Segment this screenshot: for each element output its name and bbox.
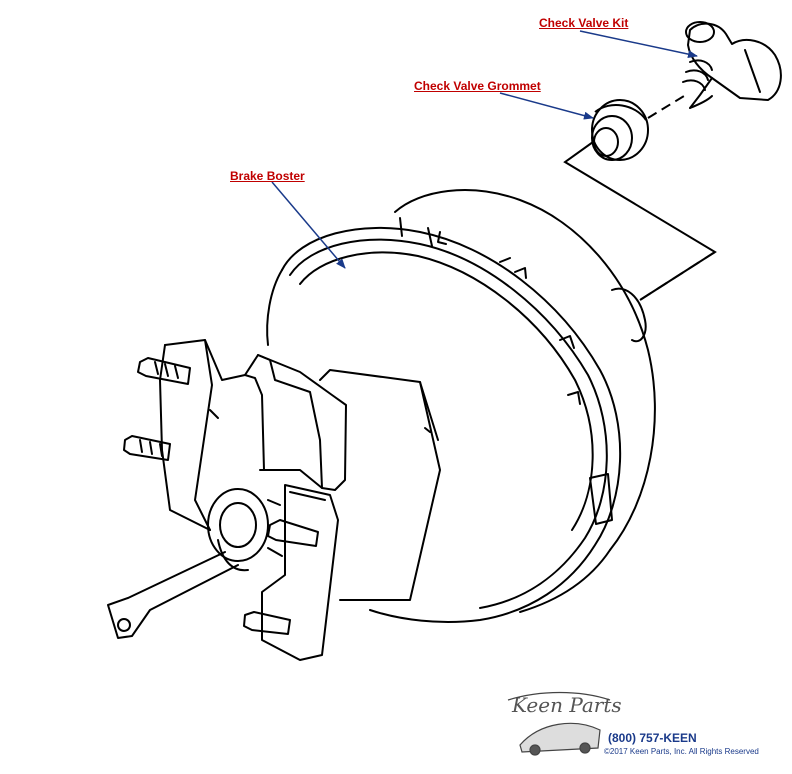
brake-booster-link[interactable]: Brake Boster	[230, 169, 305, 183]
check-valve-grommet[interactable]	[591, 99, 649, 161]
leader-check-valve-kit	[579, 30, 698, 59]
leader-check-valve-grommet	[499, 92, 594, 120]
keen-parts-logo: Keen Parts	[507, 691, 622, 756]
leader-brake-booster	[271, 181, 346, 269]
svg-text:Keen Parts: Keen Parts	[511, 693, 622, 717]
lower-bracket-plate	[261, 484, 339, 661]
mounting-bracket	[123, 339, 347, 635]
phone-number: (800) 757-KEEN	[608, 731, 697, 745]
callout-leaders	[271, 30, 698, 269]
assembly-guide-line	[563, 95, 717, 301]
check-valve-kit-link[interactable]: Check Valve Kit	[539, 16, 629, 30]
pushrod-assembly	[107, 488, 283, 639]
check-valve-grommet-link[interactable]: Check Valve Grommet	[414, 79, 541, 93]
check-valve-kit[interactable]	[682, 21, 782, 109]
brake-booster[interactable]	[266, 189, 656, 623]
copyright-notice: ©2017 Keen Parts, Inc. All Rights Reserv…	[604, 747, 759, 756]
